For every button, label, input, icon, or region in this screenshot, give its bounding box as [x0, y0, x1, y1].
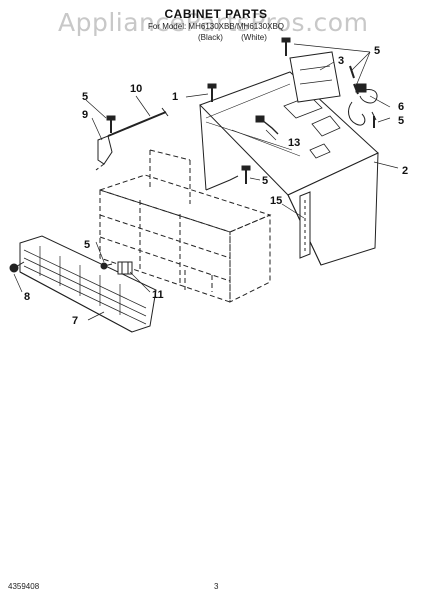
power-cord: [348, 83, 378, 126]
color-label-black: (Black): [198, 33, 223, 42]
watermark: AppliancePartsPros.com: [58, 8, 369, 37]
callout-13: 13: [288, 137, 300, 149]
wire-harness: [255, 115, 279, 135]
callout-5-right: 5: [398, 115, 404, 127]
frame-assembly: [98, 149, 272, 303]
callout-2: 2: [402, 165, 408, 177]
page-title: CABINET PARTS: [164, 7, 268, 21]
color-labels: (Black) (White): [198, 33, 283, 42]
grille-clip: [117, 261, 133, 275]
callout-5-middle: 5: [262, 175, 268, 187]
callout-5-upper-left: 5: [82, 91, 88, 103]
page-number: 3: [214, 582, 219, 591]
cabinet: [199, 71, 379, 266]
screw-middle: [241, 165, 251, 184]
mounting-plate: [289, 51, 341, 103]
screw-clip: [100, 262, 113, 270]
callout-10: 10: [130, 83, 142, 95]
callout-8: 8: [24, 291, 30, 303]
leader-lines: [13, 43, 399, 321]
screws-plate: [281, 37, 375, 128]
callout-15: 15: [270, 195, 282, 207]
callout-6: 6: [398, 101, 404, 113]
callout-3: 3: [338, 55, 344, 67]
callout-11: 11: [152, 289, 164, 301]
callout-5-lower-left: 5: [84, 239, 90, 251]
callout-1: 1: [172, 91, 178, 103]
screw-top: [207, 83, 217, 102]
vent-grille: [19, 235, 157, 333]
model-line: For Model: MH6130XBB/MH6130XBQ: [147, 22, 285, 31]
callout-9: 9: [82, 109, 88, 121]
side-strip: [299, 191, 311, 259]
color-label-white: (White): [241, 33, 267, 42]
document-number: 4359408: [8, 582, 40, 591]
callout-7: 7: [72, 315, 78, 327]
callout-5-top: 5: [374, 45, 380, 57]
grille-screw: [9, 261, 25, 273]
screw-upper-left: [106, 115, 116, 133]
support-rod: [107, 107, 169, 137]
side-bracket: [95, 135, 113, 171]
